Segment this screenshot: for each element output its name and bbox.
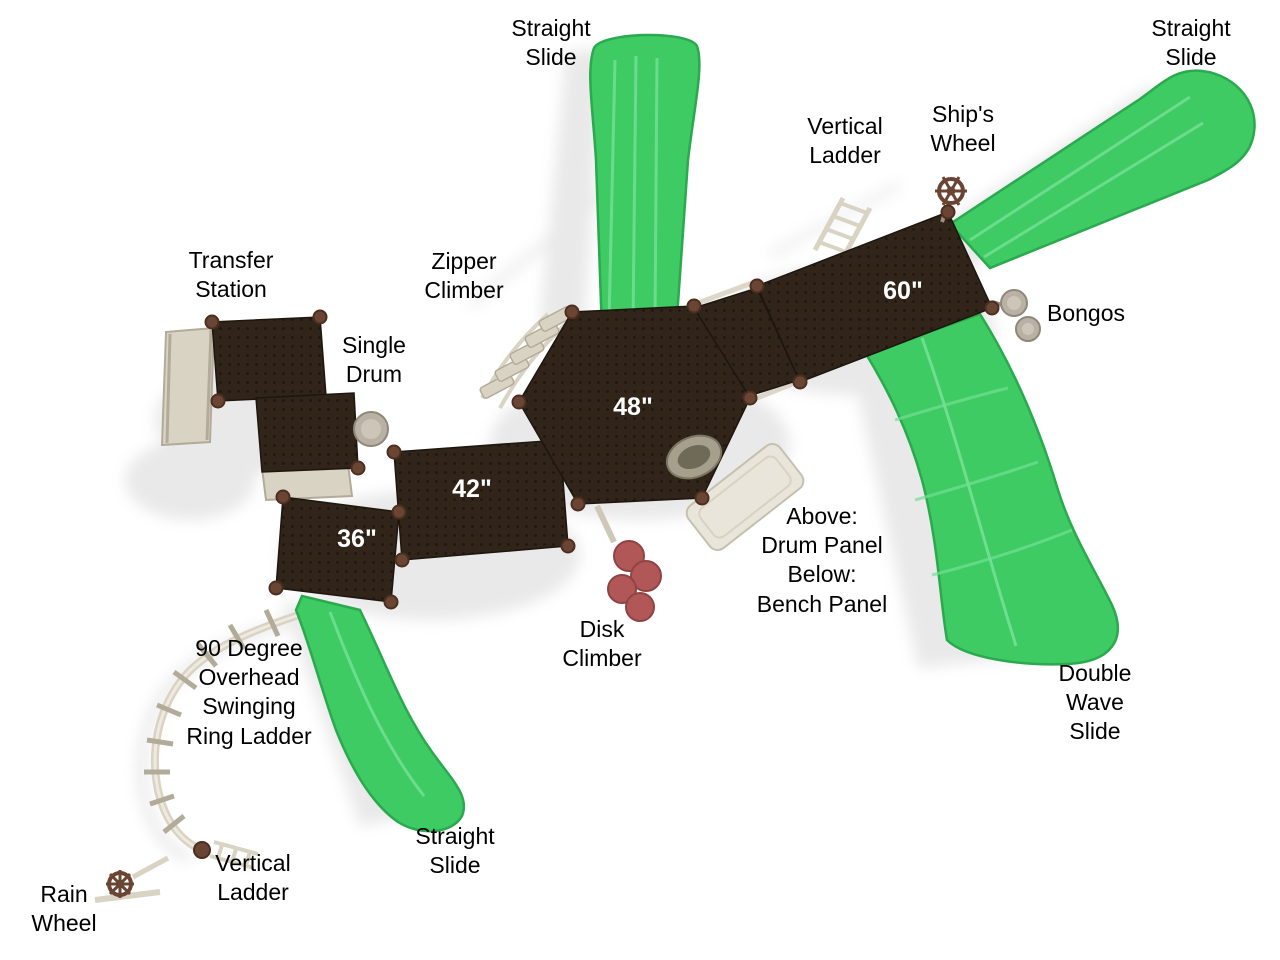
bench-panel-part [685, 443, 805, 551]
double-wave-slide-part [864, 312, 1119, 666]
label-disk-climber: Disk Climber [562, 616, 642, 672]
label-double-wave-slide: Double Wave Slide [1058, 660, 1132, 745]
label-zipper-climber: Zipper Climber [424, 248, 504, 304]
deck-corner-posts [204, 204, 1000, 610]
label-vertical-ladder-bottom: Vertical Ladder [215, 850, 291, 906]
label-single-drum: Single Drum [342, 332, 406, 388]
deck-label-60: 60" [883, 277, 923, 305]
label-ships-wheel: Ship's Wheel [930, 101, 996, 157]
deck-label-36: 36" [337, 525, 377, 553]
disk-climber-part [594, 504, 662, 622]
label-rain-wheel: Rain Wheel [31, 881, 97, 937]
deck-label-48: 48" [613, 393, 653, 421]
zipper-climber-part [479, 306, 574, 409]
straight-slide-bottom-part [294, 594, 465, 833]
label-straight-slide-bottom: Straight Slide [415, 823, 495, 879]
deck-label-42: 42" [452, 475, 492, 503]
single-drum-part [353, 411, 389, 447]
label-ring-ladder: 90 Degree Overhead Swinging Ring Ladder [186, 635, 312, 749]
straight-slide-top-right-part [948, 69, 1256, 270]
deck-transfer-lower [255, 392, 359, 473]
bongos-part [991, 289, 1041, 342]
rain-wheel-part [94, 855, 170, 903]
drum-panel-part [665, 434, 723, 480]
label-drum-bench-panel: Above: Drum Panel Below: Bench Panel [756, 503, 888, 617]
label-transfer-station: Transfer Station [188, 247, 274, 303]
label-straight-slide-top: Straight Slide [511, 15, 591, 71]
ring-ladder [94, 603, 317, 903]
label-straight-slide-top-right: Straight Slide [1151, 15, 1231, 71]
label-bongos: Bongos [1046, 300, 1125, 326]
straight-slide-top-part [589, 33, 701, 334]
label-vertical-ladder-top: Vertical Ladder [807, 113, 883, 169]
vertical-ladder-bottom-part [209, 840, 259, 870]
ring-ladder-bottom-post [193, 841, 211, 859]
